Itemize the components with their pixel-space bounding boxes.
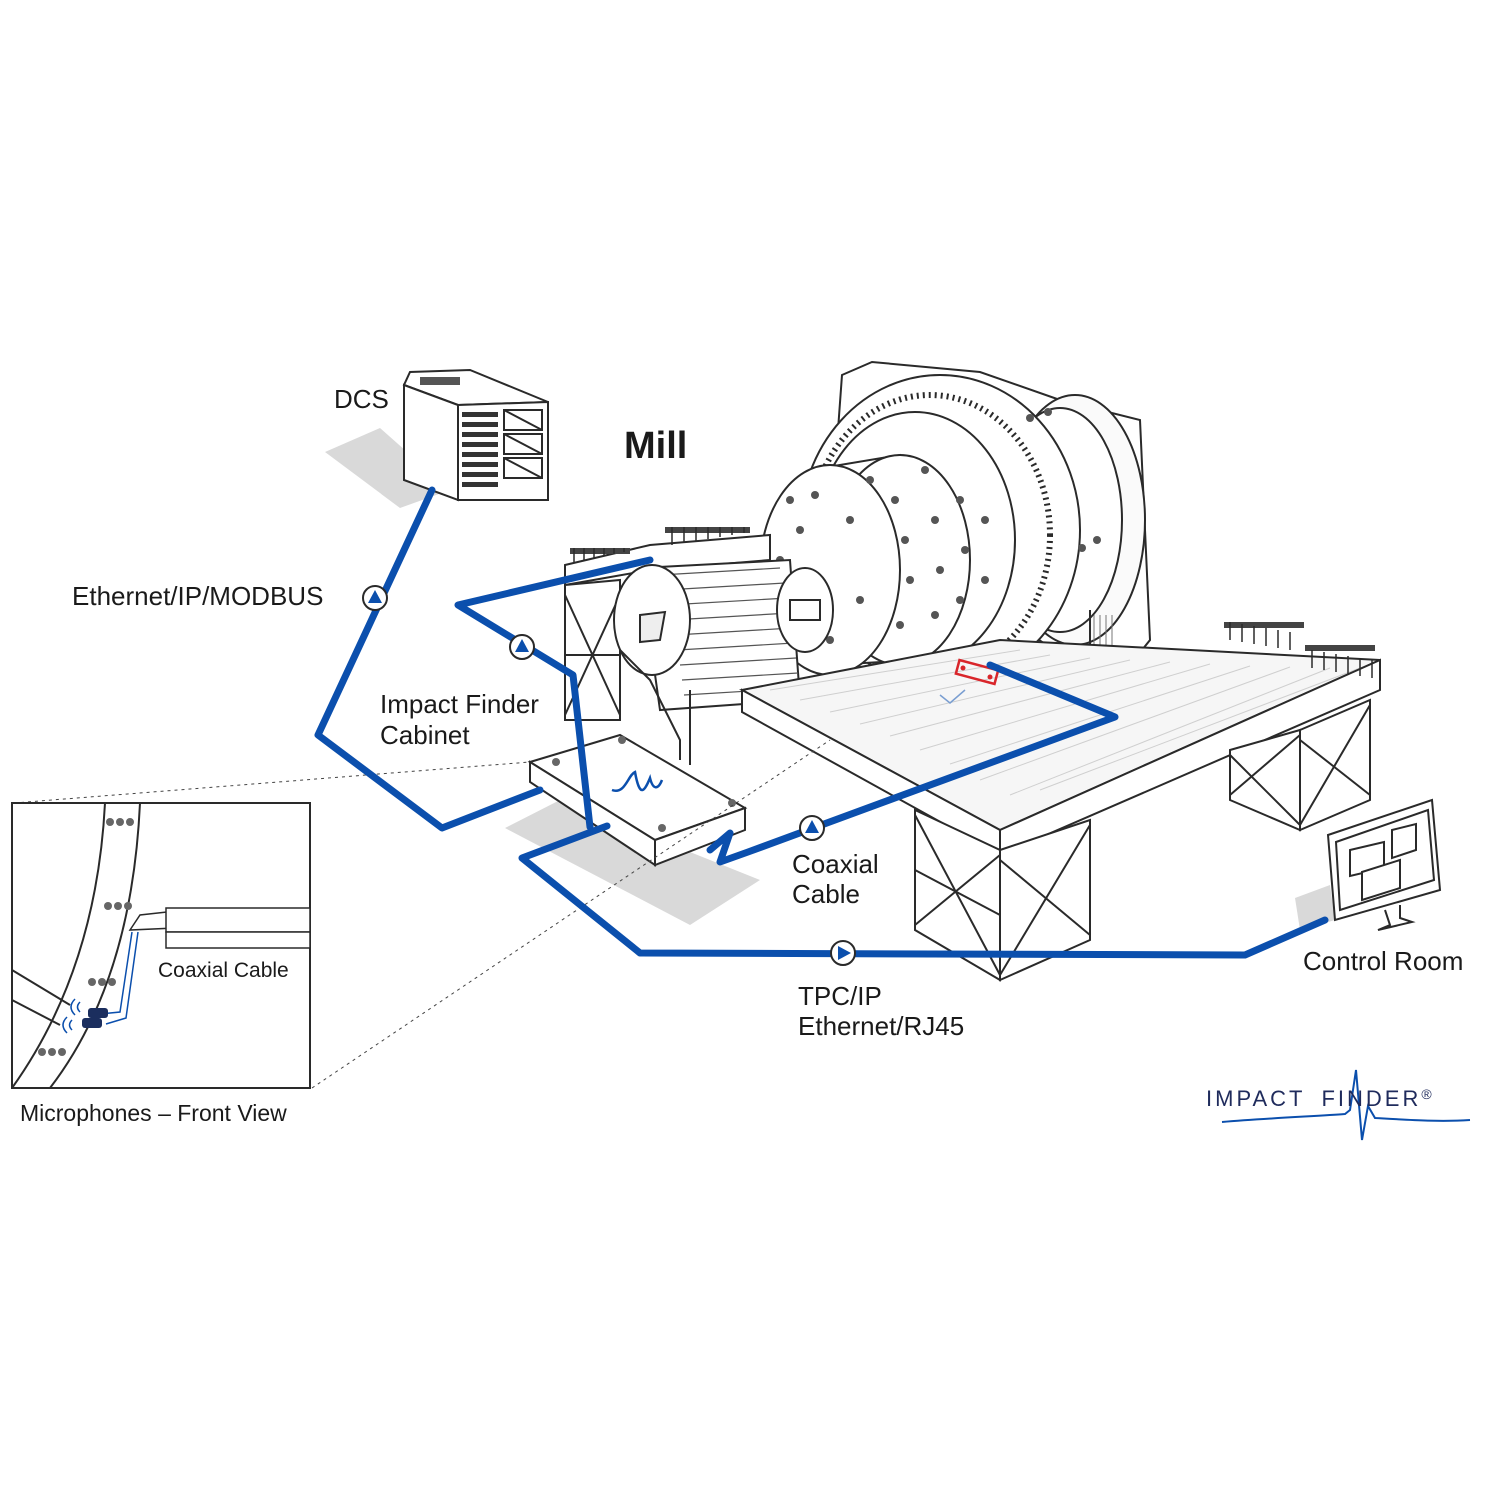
- microphone-icon: [62, 998, 108, 1034]
- direction-arrow-icon: [362, 585, 388, 611]
- coax-label-line1: Coaxial: [792, 849, 879, 879]
- logo-mark: [1221, 1069, 1471, 1141]
- wave-signal-icon: [611, 770, 664, 793]
- microphone-lead: [939, 689, 966, 704]
- dcs-shadow: [325, 428, 450, 508]
- sensor-plate: [954, 658, 1000, 686]
- left-platform: [564, 527, 771, 721]
- ethernet-modbus-label: Ethernet/IP/MODBUS: [72, 581, 324, 611]
- cabinet-label-line2: Cabinet: [380, 720, 470, 750]
- tpc-label-line2: Ethernet/RJ45: [798, 1011, 965, 1041]
- cable-mill-sensor: [706, 661, 1119, 866]
- cable-control-room: [518, 822, 1329, 959]
- control-room-label: Control Room: [1303, 946, 1464, 976]
- main-platform: [739, 622, 1381, 982]
- inset-caption: Microphones – Front View: [20, 1100, 287, 1126]
- cabinet-shadow: [505, 800, 760, 925]
- impact-finder-logo: IMPACT FINDER®: [1206, 1086, 1432, 1112]
- cabinet-label-line1: Impact Finder: [380, 689, 539, 719]
- flow-markers: [362, 585, 856, 966]
- coax-label-line2: Cable: [792, 879, 860, 909]
- dcs-server-rack-icon: [402, 368, 549, 502]
- inset-coax-label: Coaxial Cable: [158, 959, 289, 982]
- inset-frame: [11, 739, 831, 1089]
- cable-dcs: [314, 486, 544, 832]
- direction-arrow-icon: [830, 940, 856, 966]
- direction-arrow-icon: [799, 815, 825, 841]
- logo-left-text: IMPACT: [1206, 1086, 1306, 1111]
- logo-right-text: FINDER: [1321, 1086, 1422, 1111]
- tpc-label-line1: TPC/IP: [798, 981, 882, 1011]
- dcs-label: DCS: [334, 384, 389, 414]
- motor: [613, 558, 834, 765]
- mill-title: Mill: [624, 425, 688, 467]
- monitor-icon: [1326, 798, 1442, 931]
- logo-registered-mark: ®: [1421, 1086, 1432, 1102]
- direction-arrow-icon: [509, 634, 535, 660]
